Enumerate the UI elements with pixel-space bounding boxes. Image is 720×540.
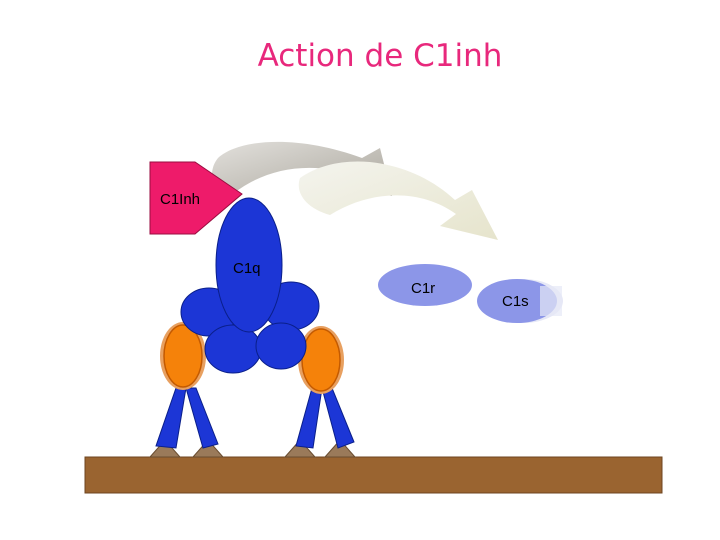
diagram-title: Action de C1inh (257, 38, 503, 74)
c1r-shape (378, 264, 472, 306)
antibody-stalks (155, 387, 355, 449)
cell-surface (84, 456, 663, 494)
antibody-feet (148, 439, 357, 458)
c1inh-shape (149, 161, 243, 235)
c1s-shape (477, 279, 563, 323)
dissociation-arrows (212, 141, 498, 240)
antigen-node-left (160, 322, 206, 390)
light-curved-arrow (298, 161, 498, 240)
c1q-heads (180, 281, 320, 374)
c1q-body (215, 197, 283, 333)
c1s-label: C1s (502, 293, 529, 310)
c1r-label: C1r (411, 280, 435, 297)
c1q-label: C1q (233, 260, 261, 277)
c1inh-label: C1Inh (160, 191, 200, 208)
antigen-node-right (298, 326, 344, 394)
